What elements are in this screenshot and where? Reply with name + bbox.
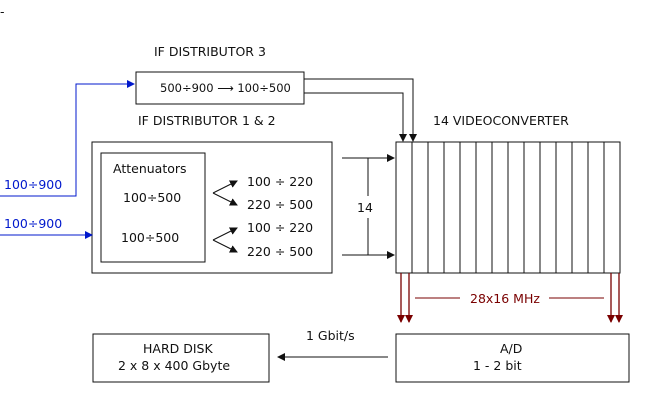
if-dist3-title: IF DISTRIBUTOR 3 (154, 44, 266, 59)
videoconverter-channel-7 (491, 141, 509, 274)
videoconverter-channel-8 (507, 141, 525, 274)
attenuators-title: Attenuators (113, 161, 187, 176)
if-dist3-text: 500÷900 ⟶ 100÷500 (160, 81, 291, 95)
videoconverter-block (395, 141, 621, 274)
bandwidth-label: 28x16 MHz (470, 291, 540, 306)
output-range-1a: 100 ÷ 220 (247, 174, 313, 189)
videoconverter-channel-10 (539, 141, 557, 274)
hard-disk-line1: HARD DISK (143, 341, 213, 356)
attenuator-range-2: 100÷500 (121, 230, 179, 245)
input-label-1: 100÷900 (4, 177, 62, 192)
attenuators-box (100, 152, 206, 263)
videoconverter-channel-1 (395, 141, 413, 274)
videoconverter-channel-5 (459, 141, 477, 274)
videoconverter-channel-4 (443, 141, 461, 274)
attenuator-range-1: 100÷500 (123, 190, 181, 205)
output-range-1b: 220 ÷ 500 (247, 197, 313, 212)
channel-count: 14 (357, 200, 373, 215)
videoconverter-channel-6 (475, 141, 493, 274)
videoconverter-channel-12 (571, 141, 589, 274)
if-dist3-box (135, 71, 305, 105)
videoconverter-channel-14 (603, 141, 621, 274)
hard-disk-box (92, 333, 270, 383)
if3-link-1 (304, 78, 417, 142)
link-rate: 1 Gbit/s (306, 328, 355, 343)
corner-mark: - (0, 4, 5, 19)
output-range-2b: 220 ÷ 500 (247, 244, 313, 259)
hard-disk-line2: 2 x 8 x 400 Gbyte (118, 358, 230, 373)
videoconverter-title: 14 VIDEOCONVERTER (433, 113, 569, 128)
split-arrow-2a (212, 227, 238, 241)
videoconverter-channel-9 (523, 141, 541, 274)
videoconverter-channel-2 (411, 141, 429, 274)
adc-line1: A/D (500, 341, 522, 356)
split-arrow-2b (212, 239, 238, 253)
input-label-2: 100÷900 (4, 216, 62, 231)
videoconverter-channel-11 (555, 141, 573, 274)
split-arrow-1b (212, 192, 238, 206)
output-range-2a: 100 ÷ 220 (247, 220, 313, 235)
split-arrow-1a (212, 180, 238, 194)
if3-link-2 (304, 92, 407, 142)
videoconverter-channel-13 (587, 141, 605, 274)
input-line-1 (0, 80, 135, 197)
adc-line2: 1 - 2 bit (473, 358, 522, 373)
videoconverter-channel-3 (427, 141, 445, 274)
if-dist12-title: IF DISTRIBUTOR 1 & 2 (138, 113, 276, 128)
adc-box (395, 333, 630, 383)
